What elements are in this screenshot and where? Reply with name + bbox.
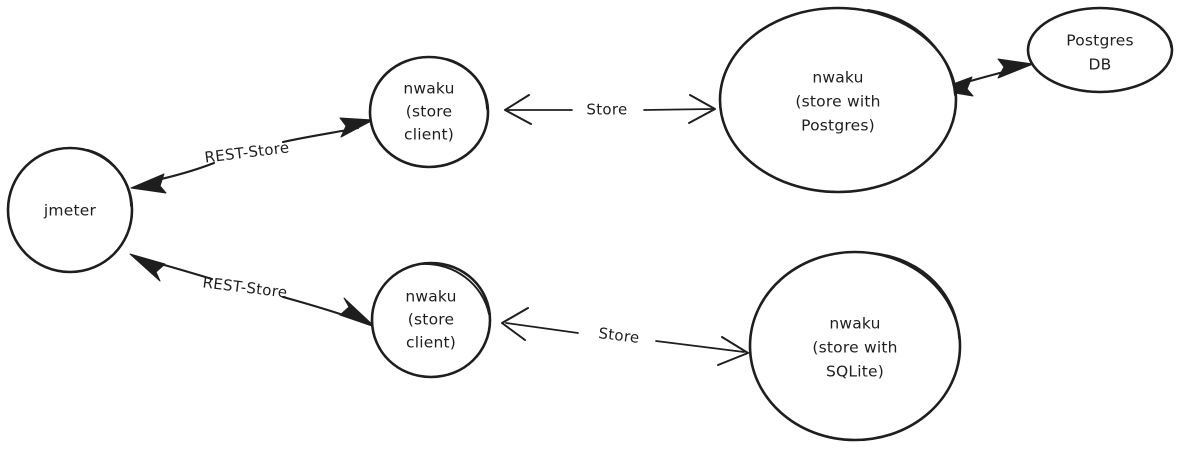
- store-sqlite-label-line2: (store with: [812, 339, 897, 357]
- store-sqlite-label-line1: nwaku: [829, 315, 880, 333]
- store-client-top-label-line2: (store: [406, 103, 452, 121]
- arrowhead-open-right: [717, 336, 749, 366]
- store-client-bottom-label-line2: (store: [408, 311, 454, 329]
- store-sqlite-circle-outline: [748, 250, 962, 442]
- node-postgres-db[interactable]: Postgres DB: [1026, 6, 1174, 94]
- store-postgres-ellipse-outline: [718, 6, 958, 194]
- store-client-top-label-line3: client): [404, 126, 454, 144]
- arrowhead-solid-right: [997, 58, 1034, 79]
- arrowhead-solid-right: [339, 297, 376, 328]
- edge-line-segment: [505, 322, 579, 334]
- edge-jmeter-to-store-client-top[interactable]: REST-Store: [130, 117, 374, 194]
- arrowhead-solid-right: [339, 117, 374, 138]
- edge-label-store-bottom: Store: [598, 324, 641, 347]
- edge-label-store-top: Store: [586, 101, 627, 119]
- store-client-bottom-circle-outline: [370, 261, 492, 379]
- node-nwaku-store-client-bottom[interactable]: nwaku (store client): [370, 261, 492, 379]
- arrowhead-solid-left: [129, 253, 166, 282]
- arrowhead-open-left: [504, 94, 532, 125]
- store-postgres-label-line3: Postgres): [801, 117, 875, 135]
- node-nwaku-store-postgres[interactable]: nwaku (store with Postgres): [718, 6, 958, 194]
- edge-line-segment: [655, 340, 745, 353]
- edge-label-rest-store-bottom: REST-Store: [202, 273, 289, 301]
- node-jmeter[interactable]: jmeter: [6, 146, 134, 274]
- store-client-bottom-circle-sketch-overlay: [419, 263, 490, 315]
- store-client-bottom-label-line3: client): [406, 334, 456, 352]
- jmeter-circle-outline: [6, 146, 134, 274]
- arrowhead-solid-left: [130, 173, 167, 194]
- store-sqlite-label-line3: SQLite): [826, 363, 884, 381]
- store-sqlite-circle-sketch-overlay: [871, 252, 960, 339]
- store-postgres-label-line2: (store with: [795, 93, 880, 111]
- edge-line-segment: [643, 108, 713, 111]
- postgres-db-label-line1: Postgres: [1066, 32, 1134, 50]
- arrowhead-open-right: [688, 94, 716, 124]
- edge-store-client-bottom-to-sqlite-node[interactable]: Store: [501, 307, 749, 366]
- node-nwaku-store-client-top[interactable]: nwaku (store client): [368, 55, 490, 169]
- store-client-top-circle-sketch-overlay: [446, 58, 488, 110]
- postgres-db-label-line2: DB: [1089, 56, 1112, 74]
- postgres-db-ellipse-sketch-overlay: [1115, 8, 1172, 48]
- jmeter-label: jmeter: [43, 202, 97, 220]
- store-postgres-label-line1: nwaku: [812, 69, 863, 87]
- store-client-bottom-label-line1: nwaku: [405, 288, 456, 306]
- node-nwaku-store-sqlite[interactable]: nwaku (store with SQLite): [748, 250, 962, 442]
- arrowhead-open-left: [501, 307, 529, 341]
- jmeter-circle-sketch-overlay: [87, 149, 132, 207]
- edge-jmeter-to-store-client-bottom[interactable]: REST-Store: [129, 253, 376, 328]
- store-postgres-ellipse-sketch-overlay: [867, 9, 956, 96]
- edge-store-client-top-to-postgres-node[interactable]: Store: [504, 94, 716, 125]
- edge-label-rest-store-top: REST-Store: [204, 138, 291, 166]
- store-client-top-label-line1: nwaku: [403, 80, 454, 98]
